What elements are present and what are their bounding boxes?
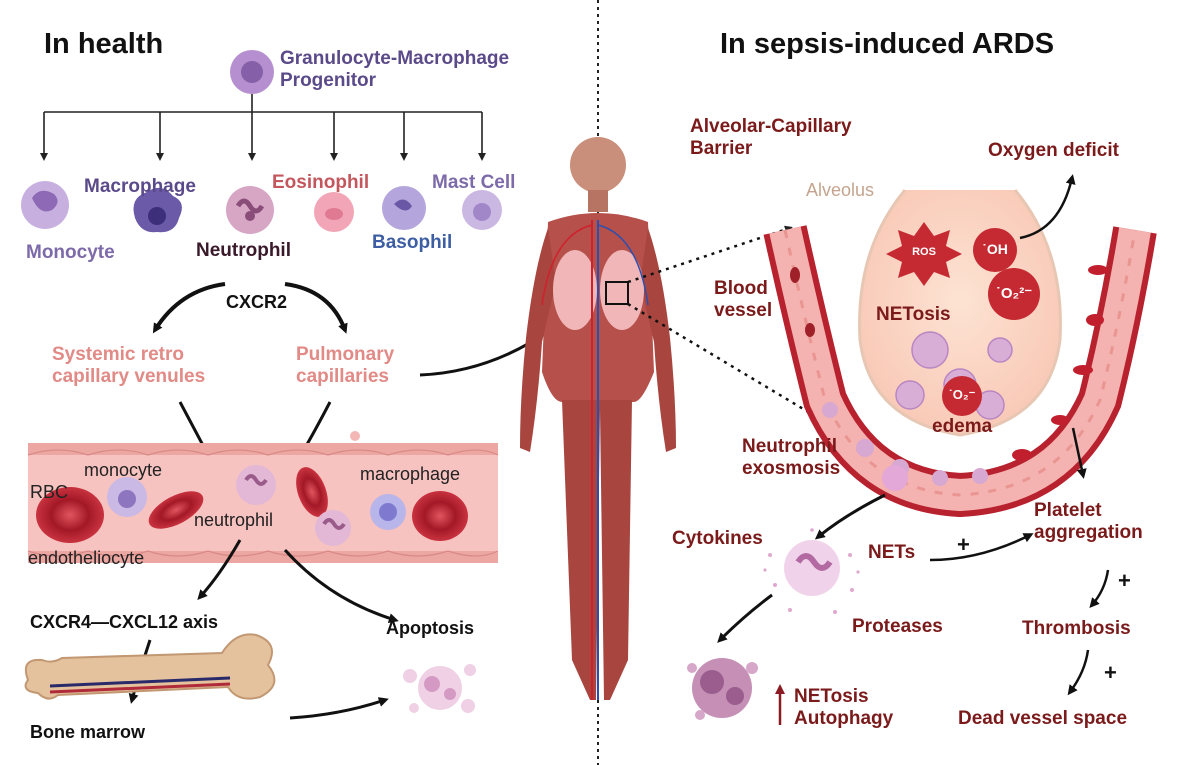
arrow-to-pulmonary: [284, 282, 348, 334]
systemic-label: Systemic retro capillary venules: [52, 344, 206, 387]
right-panel-title: In sepsis-induced ARDS: [720, 28, 1055, 60]
dead-vessel-space-label: Dead vessel space: [958, 708, 1128, 729]
axis-label: CXCR4—CXCL12 axis: [30, 612, 219, 632]
arrow-to-netosis-cell: [717, 593, 773, 643]
ros-burst-icon: [886, 222, 962, 286]
vessel-rbc-label: RBC: [30, 482, 69, 502]
o2-bottom-label: ˙O₂⁻: [948, 387, 976, 402]
arrow-platelet-to-thrombosis: [1089, 569, 1110, 609]
monocyte-vessel-icon: [107, 477, 147, 517]
barrier-label: Alveolar-Capillary Barrier: [690, 116, 852, 159]
mast-cell-icon: [462, 190, 502, 230]
arrow-to-apoptosis: [283, 548, 399, 624]
plus-nets: +: [957, 532, 970, 557]
arrow-thrombosis-to-dead: [1067, 649, 1090, 696]
arrow-to-oxygen: [1019, 174, 1076, 240]
arrow-nets-to-platelet: [929, 533, 1034, 562]
bone-icon: [24, 633, 276, 700]
netosis-cell-icon: [687, 658, 758, 720]
vessel-macrophage-label: macrophage: [360, 464, 461, 484]
macrophage-cell-icon: [133, 187, 182, 233]
oxygen-deficit-label: Oxygen deficit: [988, 140, 1119, 161]
monocyte-cell-icon: [21, 181, 69, 229]
rbc-left-icon: [36, 487, 104, 543]
arrow-bone-to-apoptosis: [289, 697, 389, 720]
cytokines-label: Cytokines: [672, 528, 763, 549]
progenitor-cell: [230, 50, 274, 94]
plus-platelet: +: [1118, 568, 1131, 593]
lineage-tree: [40, 94, 486, 161]
neutrophil-vessel-icon-2: [315, 510, 351, 546]
basophil-cell-icon: [382, 186, 426, 230]
pulmonary-label: Pulmonary capillaries: [296, 344, 395, 387]
eosinophil-cell-icon: [314, 192, 354, 232]
thrombosis-label: Thrombosis: [1022, 618, 1131, 639]
exosmosis-label: Neutrophil exosmosis: [742, 436, 841, 479]
neutrophil-label: Neutrophil: [196, 240, 291, 261]
rbc-tilted-icon: [148, 491, 204, 529]
oh-label: ˙OH: [982, 241, 1008, 257]
cytokine-cell-icon: [763, 528, 860, 614]
monocyte-label: Monocyte: [26, 242, 115, 263]
oh-radical-icon: [973, 228, 1017, 272]
edema-label: edema: [932, 416, 993, 437]
neutrophil-cell-icon: [226, 186, 274, 234]
eosinophil-label: Eosinophil: [272, 172, 370, 193]
arrow-to-cytokine-cell: [814, 493, 886, 540]
vessel-endotheliocyte-label: endotheliocyte: [28, 548, 145, 568]
netosis-alveolus-label: NETosis: [876, 304, 951, 325]
o2-bottom-radical-icon: [942, 376, 982, 416]
alveolus-label: Alveolus: [806, 180, 875, 200]
neutrophil-vessel-icon: [236, 465, 276, 505]
basophil-label: Basophil: [372, 232, 453, 253]
ros-label: ROS: [912, 246, 936, 258]
apoptotic-body-icon: [403, 664, 476, 713]
bone-marrow-label: Bone marrow: [30, 722, 146, 742]
cxcr2-label: CXCR2: [226, 292, 288, 312]
progenitor-label: Granulocyte-Macrophage Progenitor: [280, 48, 510, 91]
arrow-to-axis: [197, 539, 242, 600]
arrow-to-systemic: [152, 282, 226, 334]
left-panel-title: In health: [44, 28, 164, 60]
rbc-mid-icon: [296, 467, 328, 517]
o2-top-label: ˙O₂²⁻: [995, 285, 1033, 302]
mast-cell-label: Mast Cell: [432, 172, 516, 193]
o2-top-radical-icon: [988, 268, 1040, 320]
macrophage-vessel-icon: [370, 494, 406, 530]
vessel-neutrophil-label: neutrophil: [194, 510, 274, 530]
nets-label: NETs: [868, 542, 916, 563]
macrophage-label: Macrophage: [84, 176, 196, 197]
plus-thrombosis: +: [1104, 660, 1117, 685]
rbc-right-icon: [412, 491, 468, 541]
apoptosis-label: Apoptosis: [386, 618, 474, 638]
exosmosis-cell-icon: [882, 465, 908, 491]
netosis-autophagy-label: NETosis Autophagy: [794, 686, 894, 729]
human-body-icon: [520, 137, 676, 700]
platelet-label: Platelet aggregation: [1034, 500, 1143, 543]
proteases-label: Proteases: [852, 616, 943, 637]
vessel-monocyte-label: monocyte: [84, 460, 163, 480]
arrow-vessel-to-platelet: [1071, 427, 1087, 479]
blood-vessel-label: Blood vessel: [714, 278, 773, 321]
